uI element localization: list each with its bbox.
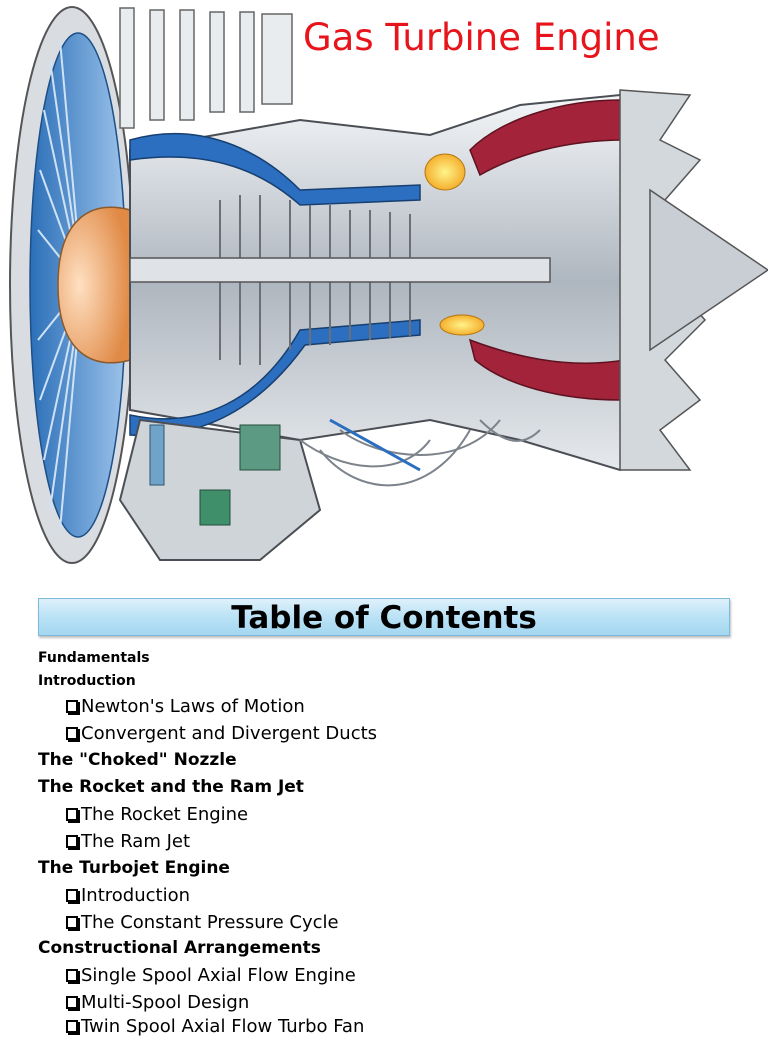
checkbox-bullet-icon xyxy=(66,808,78,821)
toc-item[interactable]: The Turbojet Engine xyxy=(38,858,230,878)
checkbox-bullet-icon xyxy=(66,700,78,713)
checkbox-bullet-icon xyxy=(66,996,78,1009)
fuel-pipes xyxy=(299,418,541,487)
toc-item[interactable]: Newton's Laws of Motion xyxy=(66,696,305,717)
checkbox-bullet-icon xyxy=(66,835,78,848)
top-struts xyxy=(119,7,293,129)
toc-item[interactable]: Introduction xyxy=(38,673,136,689)
toc-item[interactable]: The Ram Jet xyxy=(66,831,190,852)
combustor-flame-bottom xyxy=(439,314,485,336)
toc-item[interactable]: Twin Spool Axial Flow Turbo Fan xyxy=(66,1016,364,1037)
checkbox-bullet-icon xyxy=(66,1020,78,1033)
toc-item[interactable]: Fundamentals xyxy=(38,650,150,666)
toc-item[interactable]: Convergent and Divergent Ducts xyxy=(66,723,377,744)
combustor-flame-top xyxy=(424,153,466,191)
tail-cone xyxy=(649,188,768,352)
page-title: Gas Turbine Engine xyxy=(303,16,660,59)
toc-item[interactable]: The Rocket Engine xyxy=(66,804,248,825)
toc-item[interactable]: Constructional Arrangements xyxy=(38,938,321,958)
checkbox-bullet-icon xyxy=(66,727,78,740)
bypass-duct-top xyxy=(129,132,421,206)
accessory-gearbox xyxy=(118,418,322,561)
toc-heading: Table of Contents xyxy=(38,598,730,636)
checkbox-bullet-icon xyxy=(66,969,78,982)
toc-item[interactable]: Introduction xyxy=(66,885,190,906)
toc-item[interactable]: The Rocket and the Ram Jet xyxy=(38,777,304,797)
toc-item[interactable]: Multi-Spool Design xyxy=(66,992,249,1013)
main-shaft xyxy=(129,257,551,283)
engine-cutaway-illustration xyxy=(9,6,768,564)
checkbox-bullet-icon xyxy=(66,916,78,929)
checkbox-bullet-icon xyxy=(66,889,78,902)
toc-item[interactable]: Single Spool Axial Flow Engine xyxy=(66,965,356,986)
toc-item[interactable]: The "Choked" Nozzle xyxy=(38,750,237,770)
toc-item[interactable]: The Constant Pressure Cycle xyxy=(66,912,339,933)
